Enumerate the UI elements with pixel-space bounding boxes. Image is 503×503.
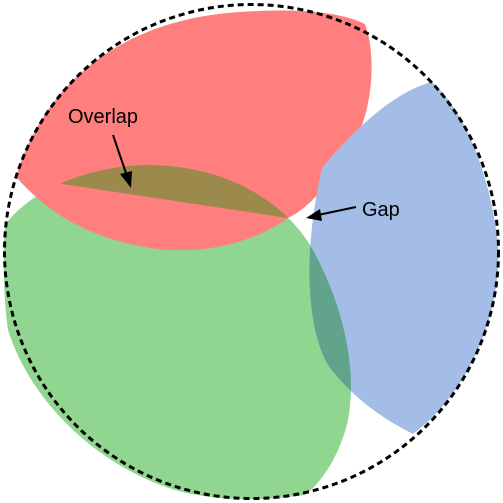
boundary-circle [3,3,500,500]
blue-region [309,82,499,434]
gap-arrowhead [306,209,322,221]
green-region [3,165,351,500]
gap-label: Gap [362,199,400,221]
gap-arrow [317,206,357,216]
overlap-label: Overlap [68,106,138,128]
overlap-arrowhead [120,171,132,188]
overlap-arrow [112,134,128,177]
